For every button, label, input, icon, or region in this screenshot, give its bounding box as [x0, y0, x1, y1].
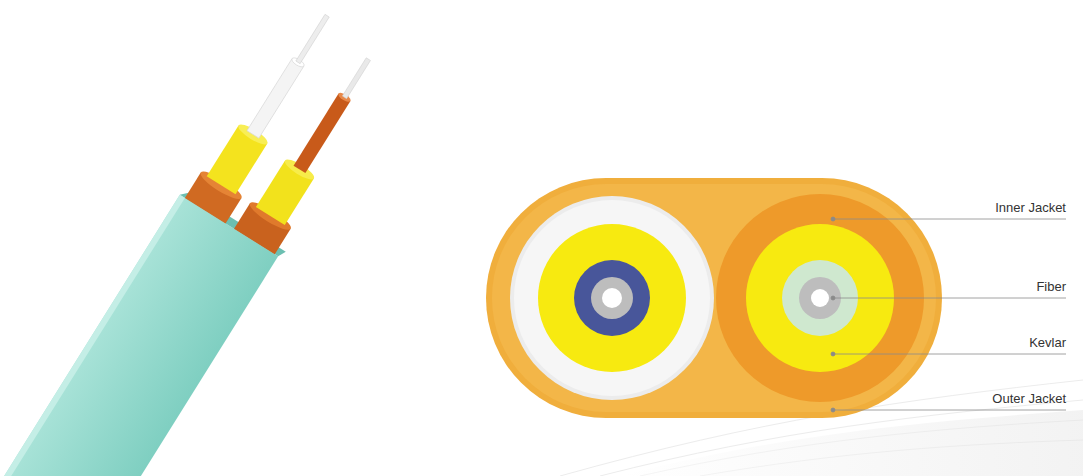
- inner-jacket-white: [510, 196, 714, 400]
- background-band: [620, 410, 1083, 476]
- part-label: Kevlar: [1029, 335, 1066, 351]
- fiber-right: [811, 289, 829, 307]
- leader-lines: [831, 217, 1066, 412]
- part-label: Outer Jacket: [992, 391, 1066, 407]
- part-label: Fiber: [1036, 279, 1066, 295]
- kevlar-left: [538, 224, 686, 372]
- cable-drawing: [0, 0, 403, 476]
- fiber-left: [602, 288, 622, 308]
- buffer-left: [574, 260, 650, 336]
- part-label: Inner Jacket: [995, 200, 1066, 216]
